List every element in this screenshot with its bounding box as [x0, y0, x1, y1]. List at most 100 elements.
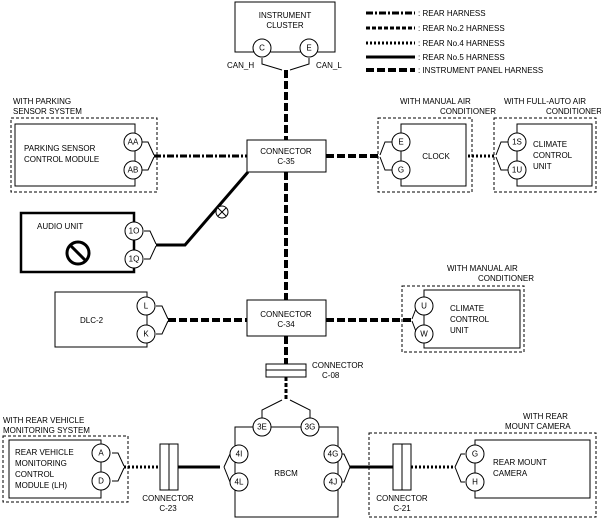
pin-4i [229, 444, 249, 464]
pin-1u [507, 160, 527, 180]
pin-e-label: E [306, 44, 311, 53]
rbcm-module [234, 426, 339, 518]
parking-module-line1: PARKING SENSOR [24, 144, 96, 153]
pin-3g [300, 417, 320, 437]
c35-line2: C-35 [277, 157, 295, 166]
wire-d-stub [112, 467, 125, 482]
camera-group-line1: WITH REAR [523, 412, 568, 421]
pin-d [91, 471, 111, 491]
dlc2-label: DLC-2 [80, 316, 104, 325]
pin-l [136, 296, 156, 316]
c23-line2: C-23 [159, 504, 177, 513]
wire-1q-stub [144, 245, 157, 260]
camera-group-line2: MOUNT CAMERA [505, 422, 571, 431]
wire-3g-stub [289, 399, 311, 418]
rear-monitor-group: WITH REAR VEHICLE MONITORING SYSTEM REAR… [2, 416, 129, 503]
prohibited-icon [65, 240, 91, 266]
pin-1q-label: 1Q [129, 255, 140, 264]
pin-c-label: C [259, 44, 265, 53]
climate-manual-group-line1: WITH MANUAL AIR [447, 264, 518, 273]
wire-k-stub [156, 320, 169, 335]
rear-monitor-group-line2: MONITORING SYSTEM [3, 426, 90, 435]
pin-k [136, 324, 156, 344]
wire-aa-stub [142, 141, 155, 156]
pin-aa-label: AA [128, 138, 139, 147]
wire-1u-stub [495, 156, 508, 171]
legend-label-rear5: : REAR No.5 HARNESS [418, 53, 505, 62]
pin-3e [252, 417, 272, 437]
climate-auto-line1: CLIMATE [533, 140, 567, 149]
wire-cam-g-stub [454, 453, 465, 468]
pin-clock-e-label: E [398, 138, 403, 147]
wire-1o-stub [144, 230, 157, 245]
pin-w [414, 324, 434, 344]
c08-line2: C-08 [322, 371, 340, 380]
connector-c35: CONNECTOR C-35 [246, 139, 327, 173]
c34-line2: C-34 [277, 320, 295, 329]
rear-monitor-module [8, 439, 102, 499]
c21-line1: CONNECTOR [376, 494, 428, 503]
clock-group: WITH MANUAL AIR CONDITIONER CLOCK E G [377, 97, 496, 193]
wire-a-stub [112, 452, 125, 467]
pin-4g [323, 444, 343, 464]
pin-4l [229, 472, 249, 492]
rear-monitor-line1: REAR VEHICLE [15, 448, 74, 457]
pin-w-label: W [420, 330, 428, 339]
connector-c08: CONNECTOR C-08 [265, 361, 364, 380]
audio-unit-group: AUDIO UNIT 1O 1Q [19, 205, 229, 274]
parking-group-line1: WITH PARKING [13, 97, 71, 106]
pin-1u-label: 1U [512, 166, 522, 175]
wire-clock-g-stub [379, 156, 392, 171]
clock-group-line1: WITH MANUAL AIR [400, 97, 471, 106]
pin-l-label: L [144, 302, 149, 311]
c34-line1: CONNECTOR [260, 310, 312, 319]
can-h-label: CAN_H [227, 61, 254, 70]
climate-manual-line3: UNIT [450, 326, 469, 335]
legend-label-ip: : INSTRUMENT PANEL HARNESS [418, 66, 543, 75]
parking-sensor-group: WITH PARKING SENSOR SYSTEM PARKING SENSO… [10, 97, 158, 193]
pin-1s [507, 132, 527, 152]
pin-3e-label: 3E [257, 423, 267, 432]
pin-1q [124, 249, 144, 269]
wire-l-stub [156, 305, 169, 320]
wire-audio-c35 [156, 171, 250, 247]
dlc2-module [54, 291, 148, 348]
connector-c23: CONNECTOR C-23 [142, 443, 194, 513]
pin-a-label: A [98, 449, 104, 458]
camera-line1: REAR MOUNT [493, 458, 547, 467]
climate-auto-line3: UNIT [533, 162, 552, 171]
clock-module [400, 123, 467, 187]
climate-auto-line2: CONTROL [533, 151, 573, 160]
climate-auto-module [516, 123, 593, 187]
pin-1o [124, 221, 144, 241]
dlc2-group: DLC-2 L K [54, 291, 156, 348]
parking-module-line2: CONTROL MODULE [24, 155, 99, 164]
pin-cam-h [465, 472, 485, 492]
rbcm-group: RBCM 3E 3G 4I 4L 4G 4J [229, 417, 343, 518]
pin-aa [123, 132, 143, 152]
climate-auto-group: WITH FULL-AUTO AIR CONDITIONER CLIMATE C… [493, 97, 601, 193]
rear-monitor-group-line1: WITH REAR VEHICLE [3, 416, 84, 425]
wire-can-h-stub [261, 58, 283, 71]
parking-group-line2: SENSOR SYSTEM [13, 107, 82, 116]
pin-4j-label: 4J [329, 478, 337, 487]
legend: : REAR HARNESS : REAR No.2 HARNESS : REA… [366, 9, 543, 75]
pin-cam-h-label: H [472, 478, 478, 487]
connector-c34: CONNECTOR C-34 [246, 299, 327, 337]
pin-clock-e [391, 132, 411, 152]
rear-monitor-line4: MODULE (LH) [15, 481, 67, 490]
wire-1s-stub [495, 141, 508, 156]
climate-manual-line1: CLIMATE [450, 304, 484, 313]
climate-manual-line2: CONTROL [450, 315, 490, 324]
instrument-cluster-line2: CLUSTER [266, 21, 304, 30]
climate-manual-group-line2: CONDITIONER [478, 274, 534, 283]
pin-3g-label: 3G [305, 423, 316, 432]
camera-module [474, 439, 591, 499]
wire-ab-stub [142, 156, 155, 171]
clock-group-line2: CONDITIONER [440, 107, 496, 116]
rear-monitor-line2: MONITORING [15, 459, 67, 468]
pin-4g-label: 4G [328, 450, 339, 459]
instrument-cluster: INSTRUMENT CLUSTER C E CAN_H CAN_L [227, 1, 342, 70]
pin-cam-g [465, 444, 485, 464]
